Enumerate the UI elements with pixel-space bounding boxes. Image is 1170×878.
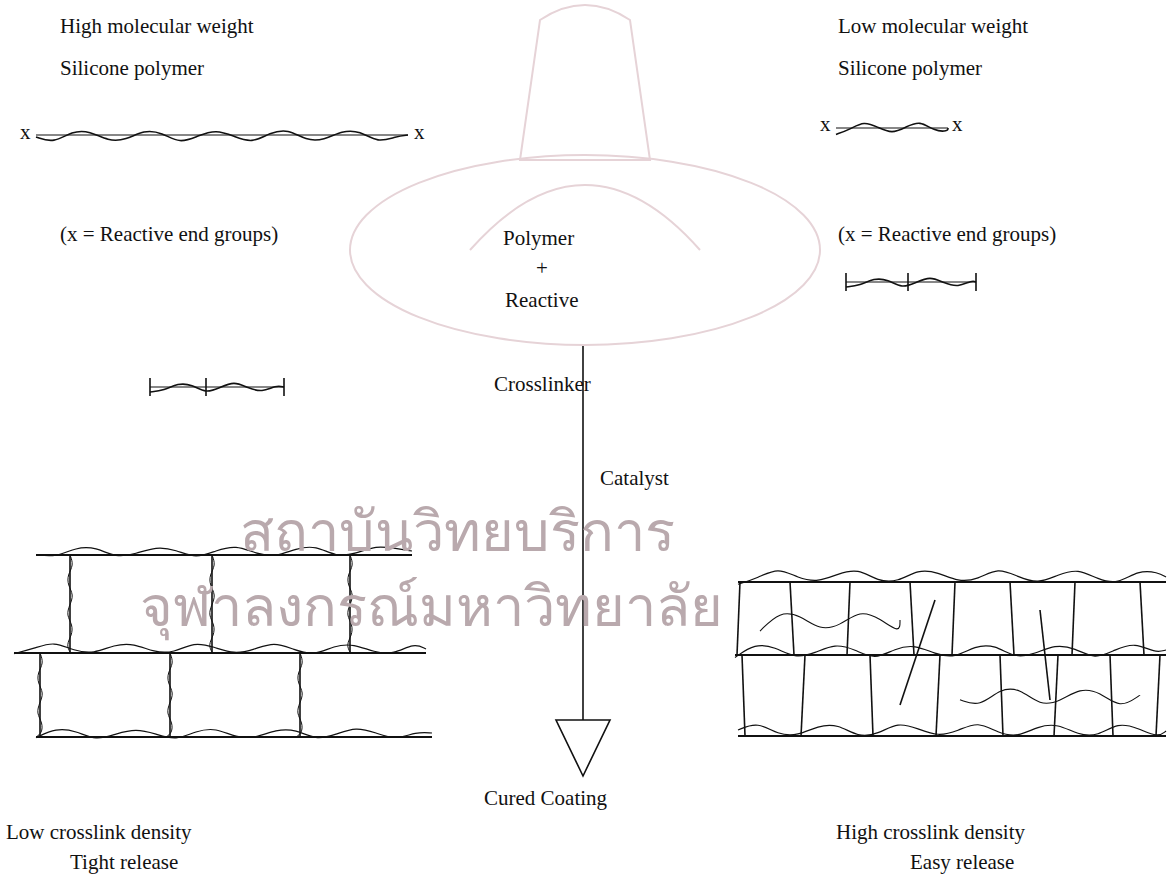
diagram-label: Reactive [505,288,578,312]
diagram-label: Crosslinker [494,372,591,396]
network-crosslink-wave [68,555,72,653]
diagram-label: Low molecular weight [838,14,1028,38]
diagram-label: Silicone polymer [60,56,204,80]
network-chain-wave [14,644,426,654]
diagram-label: x [414,120,425,144]
network-crosslink [1140,582,1144,655]
network-crosslink [169,653,171,737]
network-loop [960,689,1140,704]
crosslinker-chain [846,278,976,287]
diagram-label: + [536,256,548,280]
network-crosslink [801,655,805,736]
network-crosslink-wave [296,653,302,737]
low-mw-polymer-chain [836,123,948,134]
crosslinker-end [845,273,847,291]
network-crosslink [1010,582,1014,655]
diagram-label: (x = Reactive end groups) [838,222,1056,246]
diagram-label: x [820,112,831,136]
diagram-label: High molecular weight [60,14,254,38]
diagram-label: Low crosslink density [6,820,191,844]
high-mw-polymer-chain [36,131,408,141]
diagram-label: Easy release [910,850,1014,874]
crosslinker-end [149,378,151,396]
diagram-label: Cured Coating [484,786,607,810]
network-crosslink [1110,655,1113,736]
network-crosslink-wave [166,653,172,737]
crosslinker-chain [150,383,284,392]
crosslinker-mid [907,273,909,291]
watermark-text: สถาบันวิทยบริการ [240,500,675,564]
network-chain [738,581,1166,583]
network-chain [738,735,1166,737]
network-chain-wave [36,729,432,738]
diagram-label: x [20,120,31,144]
network-crosslink [900,600,935,705]
polymer-backbone [36,134,408,135]
network-crosslink [790,582,794,655]
network-crosslink [870,655,873,736]
network-crosslink [1072,582,1075,655]
network-crosslink [737,582,740,655]
diagram-label: Silicone polymer [838,56,982,80]
network-crosslink [936,655,940,736]
network-crosslink [1040,610,1050,700]
network-crosslink [910,582,914,655]
network-crosslink [39,653,41,737]
catalyst-arrow-head [556,720,610,776]
network-crosslink [299,653,301,737]
network-crosslink [1156,655,1160,736]
network-loop [760,614,900,631]
emblem-watermark [350,5,820,345]
diagram-label: Catalyst [600,466,669,490]
diagram-label: (x = Reactive end groups) [60,222,278,246]
network-chain [14,652,426,654]
network-chain-wave [735,645,1166,657]
network-chain-wave [738,571,1166,585]
network-crosslink [1000,655,1003,736]
network-crosslink [952,582,955,655]
diagram-label: Tight release [70,850,178,874]
crosslinker-mid [205,378,207,396]
network-crosslink [1054,655,1058,736]
diagram-label: x [952,112,963,136]
network-crosslink [742,655,745,736]
network-crosslink-wave [36,653,42,737]
diagram-label: Polymer [503,226,574,250]
watermark-text: จุฬาลงกรณ์มหาวิทยาลัย [140,575,723,639]
diagram-label: High crosslink density [836,820,1025,844]
